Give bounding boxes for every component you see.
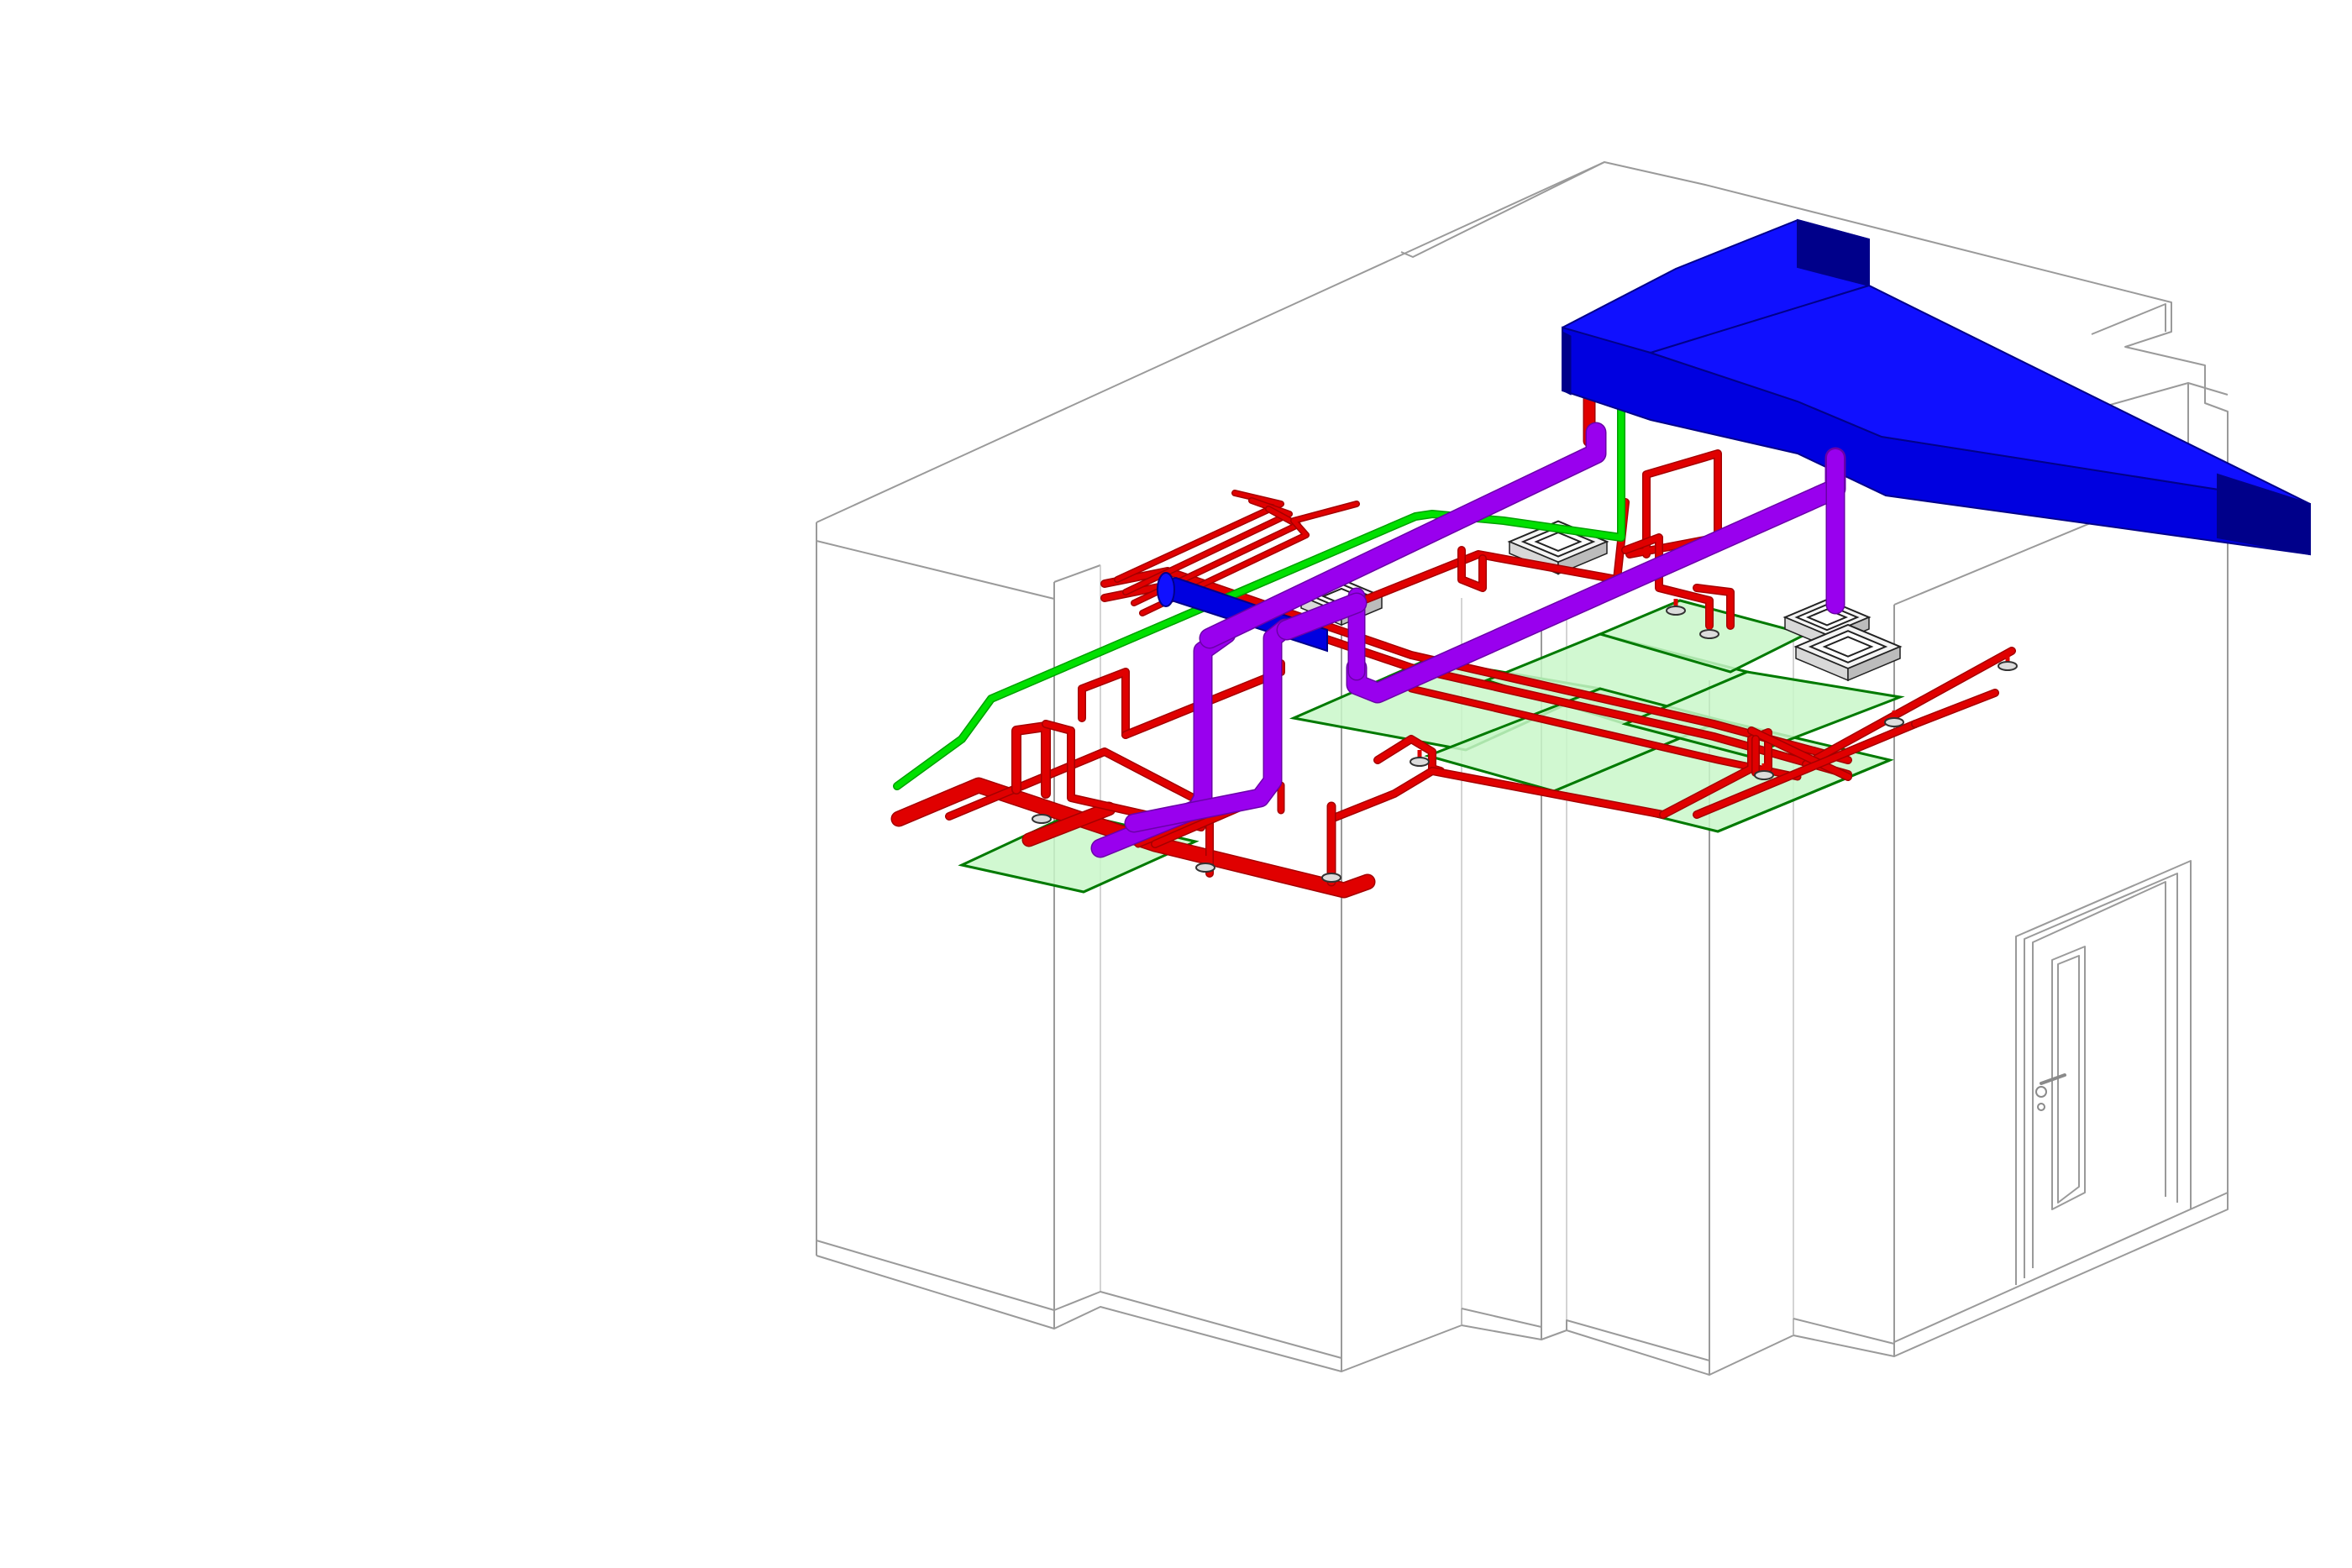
fire-pipe [1079,669,1129,738]
left-wall-bottom [816,1240,1055,1329]
sprinkler-deflector [1410,757,1430,767]
duct-end [2217,473,2311,556]
fire-pipe [1328,768,1667,822]
fire-pipe [1123,498,1292,595]
door-leaf [2032,881,2166,1268]
sprinkler-deflector [1699,629,1719,639]
sprinkler-head-icon [1666,599,1686,616]
sprinkler-head-icon [1195,856,1215,873]
fire-pipe [1140,501,1359,616]
sprinkler-head-icon [1321,866,1341,883]
door-frame-inner [2024,873,2178,1278]
roof-outline [816,161,2229,523]
fire-pipe [1622,534,1713,629]
door-frame [2015,860,2192,1285]
sprinkler-head-icon [1032,807,1052,824]
left-wall-top-edge [816,522,1055,600]
fire-pipe [1023,803,1115,846]
duct-main-top [1647,284,2311,505]
door[interactable] [2015,860,2192,1285]
step-wall-1-top [1053,564,1101,583]
fire-pipe [1115,490,1284,582]
fire-pipe [1748,727,1851,780]
sprinkler-deflector [1998,661,2018,671]
sprinkler-deflector [1884,717,1904,727]
door-glass-panel-inner [2057,955,2080,1204]
drain-pipe [1200,423,1605,648]
building-outline [816,161,2229,1376]
diffuser-icon [1793,623,1903,682]
ceiling-panel [1717,758,1891,833]
sprinkler-head-icon [1754,763,1774,780]
sprinkler-head-icon [1410,750,1430,767]
duct-elbow-end [1797,218,1870,287]
gas-piping [893,374,1625,790]
step-wall-3-bottom [1461,1308,1542,1340]
step-wall-5-bottom [1541,1319,1710,1376]
sprinkler-piping [890,350,2016,899]
drain-pipe [1126,620,1294,831]
roof-step-left [1400,161,1605,258]
fire-pipe [1693,721,1919,818]
roof-step-right [2091,303,2166,335]
sprinkler-deflector [1754,770,1774,780]
fire-pipe [1458,547,1486,591]
door-handle-icon[interactable] [2035,1073,2066,1111]
drain-pipe [1278,594,1366,639]
sprinkler-deflector [1321,873,1341,883]
door-glass-panel [2051,946,2086,1210]
sprinkler-head-icon [1998,654,2018,671]
fire-pipe [1693,585,1734,629]
diffuser-ring [1822,636,1874,658]
sprinkler-heads [1032,599,2018,883]
diffuser-side [1847,645,1901,682]
step-wall-7-bottom [1793,1318,1895,1357]
branch-duct-end [1157,572,1175,607]
drain-piping [1090,422,1846,858]
duct-elbow-side [1562,331,1572,396]
roof-edge [2187,382,2229,396]
sprinkler-deflector [1032,814,1052,824]
step-wall-6-bottom [1709,1319,1794,1376]
fire-pipe [1042,721,1205,831]
gas-pipe [894,375,1625,789]
right-wall-bottom [1893,1192,2229,1357]
ceiling-panels [958,599,1905,894]
fire-pipe [1012,722,1050,798]
sprinkler-head-icon [1884,711,1904,727]
fire-pipe [1803,648,2015,768]
sprinkler-head-icon [1699,622,1719,639]
step-wall-2-bottom [1341,1308,1462,1372]
sprinkler-deflector [1195,863,1215,873]
sprinkler-deflector [1666,606,1686,616]
fire-pipe [1912,690,1998,727]
diffuser-ring [1534,531,1583,553]
step-wall-1-bottom [1053,1291,1342,1372]
